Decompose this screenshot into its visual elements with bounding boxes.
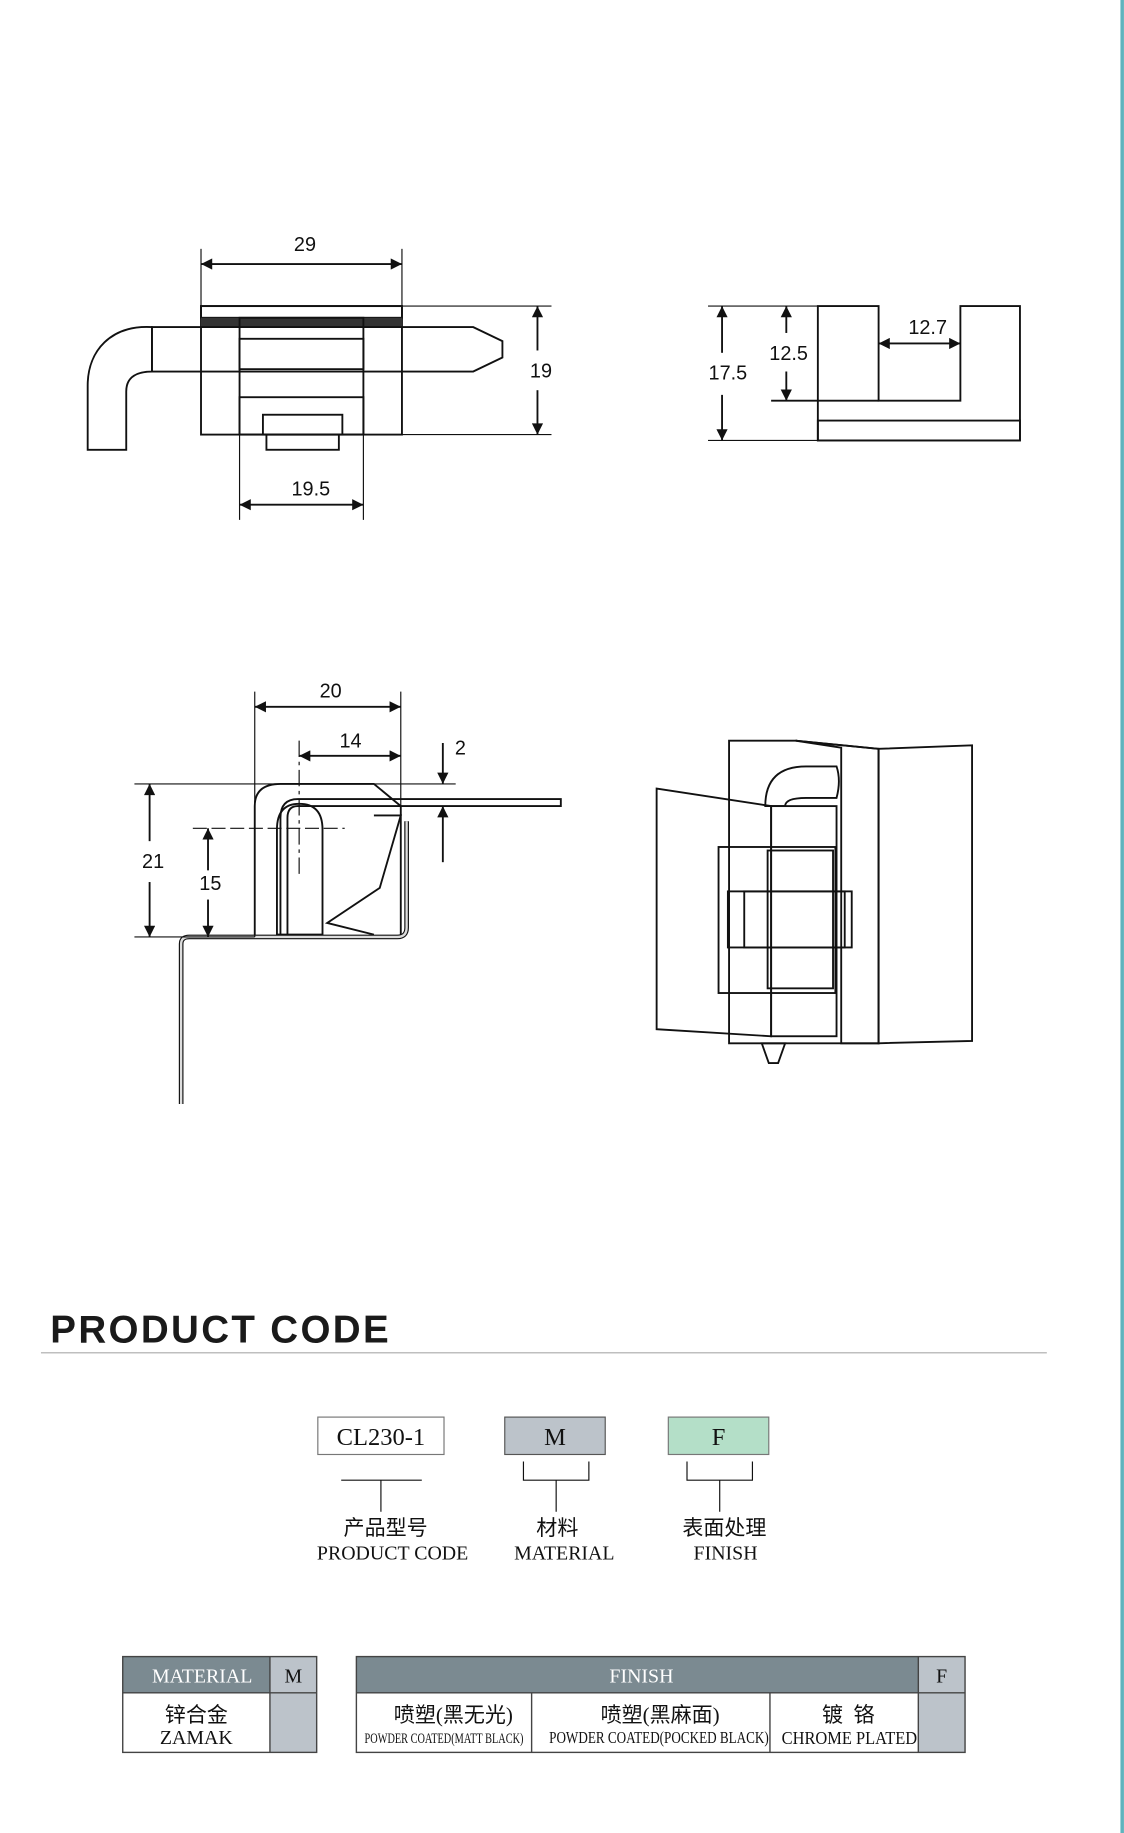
dim-inner: 19.5 [291, 478, 330, 500]
dim-flange: 2 [455, 738, 466, 760]
code-label-en: FINISH [694, 1543, 758, 1565]
finish-cn: 喷塑(黑无光) [394, 1703, 513, 1727]
dim-pin-height: 15 [199, 873, 221, 895]
section-title: PRODUCT CODE [50, 1308, 391, 1351]
finish-cn: 喷塑(黑麻面) [601, 1703, 720, 1727]
code-box-finish: F 表面处理 FINISH [667, 1416, 770, 1565]
code-label-cn: 产品型号 [344, 1516, 428, 1540]
finish-table: FINISH F 喷塑(黑无光) POWDER COATED(MATT BLAC… [355, 1655, 966, 1754]
finish-header: FINISH [609, 1665, 673, 1687]
side-view-drawing: 17.5 12.5 12.7 [708, 305, 1021, 442]
hinge-3d-view [655, 739, 973, 1065]
dim-pin-offset: 14 [339, 731, 361, 753]
code-label-cn: 表面处理 [682, 1516, 766, 1540]
code-label-en: MATERIAL [514, 1543, 614, 1565]
material-code-header: M [284, 1665, 302, 1687]
finish-en: POWDER COATED(MATT BLACK) [365, 1730, 524, 1747]
code-value: F [712, 1424, 726, 1451]
dim-section-width: 20 [320, 680, 342, 702]
code-label-en: PRODUCT CODE [317, 1543, 468, 1565]
material-table: MATERIAL M 锌合金 ZAMAK [122, 1655, 318, 1754]
dim-section-height: 21 [142, 851, 164, 873]
code-box-product: CL230-1 产品型号 PRODUCT CODE [317, 1416, 468, 1565]
page-edge-stripe [1120, 0, 1124, 1833]
material-cn: 锌合金 [165, 1703, 228, 1727]
section-view-drawing: 20 14 2 21 15 [134, 680, 562, 1105]
top-view-drawing: 29 19 19.5 [86, 234, 552, 520]
dim-slot-depth: 12.5 [769, 343, 808, 365]
code-value: CL230-1 [337, 1424, 426, 1451]
code-label-cn: 材料 [536, 1516, 578, 1540]
code-box-material: M 材料 MATERIAL [504, 1416, 615, 1565]
finish-en: POWDER COATED(POCKED BLACK) [549, 1728, 769, 1747]
finish-code-header: F [936, 1665, 947, 1687]
dim-slot-width: 12.7 [908, 317, 947, 339]
finish-cn: 镀 铬 [822, 1703, 875, 1727]
dim-height: 19 [530, 360, 552, 382]
material-header: MATERIAL [152, 1665, 252, 1687]
dim-total-height: 17.5 [709, 363, 748, 385]
dim-width: 29 [294, 234, 316, 256]
finish-en: CHROME PLATED [782, 1728, 918, 1748]
material-en: ZAMAK [160, 1727, 233, 1749]
code-value: M [544, 1424, 566, 1451]
